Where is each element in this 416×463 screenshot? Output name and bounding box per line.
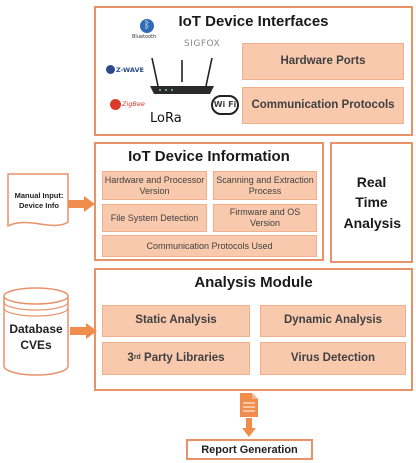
hardware-processor-box: Hardware and Processor Version	[102, 171, 207, 200]
database-arrow	[70, 323, 97, 339]
third-party-prefix: 3	[127, 351, 134, 364]
virus-detection-box: Virus Detection	[260, 342, 406, 375]
real-time-analysis-label: Real Time Analysis	[343, 174, 402, 231]
protocols-used-box: Communication Protocols Used	[102, 235, 317, 257]
sigfox-logo: SIGFOX	[184, 39, 221, 49]
database-label: Database CVEs	[9, 322, 63, 352]
report-document-icon	[240, 393, 258, 417]
report-arrow	[242, 418, 256, 437]
analysis-title: Analysis Module	[194, 274, 313, 291]
third-party-superscript: rd	[133, 354, 141, 362]
manual-input-label: Manual Input: Device Info	[14, 191, 64, 210]
information-title: IoT Device Information	[128, 148, 290, 165]
manual-input-arrow	[68, 196, 95, 212]
database-cylinder	[3, 287, 69, 376]
router-icon	[150, 57, 214, 94]
interfaces-title: IoT Device Interfaces	[178, 13, 329, 30]
manual-input-document	[7, 173, 69, 228]
wifi-label: Wi Fi	[213, 100, 237, 109]
third-party-suffix: Party Libraries	[140, 351, 225, 364]
zigbee-label: ZigBee	[122, 100, 145, 108]
lora-logo: LoRa	[150, 111, 182, 126]
report-generation-box: Report Generation	[186, 439, 313, 460]
zwave-label: Z-WAVE	[116, 66, 144, 74]
hardware-ports-box: Hardware Ports	[242, 43, 404, 80]
scanning-extraction-box: Scanning and Extraction Process	[213, 171, 317, 200]
protocol-logos-cluster: ᛒ Bluetooth SIGFOX Z-WAVE ZigBee LoRa Wi…	[96, 8, 241, 134]
static-analysis-box: Static Analysis	[102, 305, 250, 337]
analysis-module-panel: Analysis Module Static Analysis Dynamic …	[94, 268, 413, 391]
zigbee-icon	[110, 99, 121, 110]
communication-protocols-box: Communication Protocols	[242, 87, 404, 124]
dynamic-analysis-box: Dynamic Analysis	[260, 305, 406, 337]
real-time-analysis-panel: Real Time Analysis	[330, 142, 413, 263]
iot-device-interfaces-panel: IoT Device Interfaces ᛒ Bluetooth SIGFOX…	[94, 6, 413, 136]
iot-device-information-panel: IoT Device Information Hardware and Proc…	[94, 142, 324, 261]
bluetooth-icon: ᛒ	[140, 19, 154, 33]
firmware-os-box: Firmware and OS Version	[213, 204, 317, 232]
report-generation-label: Report Generation	[201, 443, 298, 456]
file-system-box: File System Detection	[102, 204, 207, 232]
wifi-icon: Wi Fi	[211, 95, 239, 115]
zwave-icon	[106, 65, 115, 74]
bluetooth-label: Bluetooth	[132, 34, 157, 40]
